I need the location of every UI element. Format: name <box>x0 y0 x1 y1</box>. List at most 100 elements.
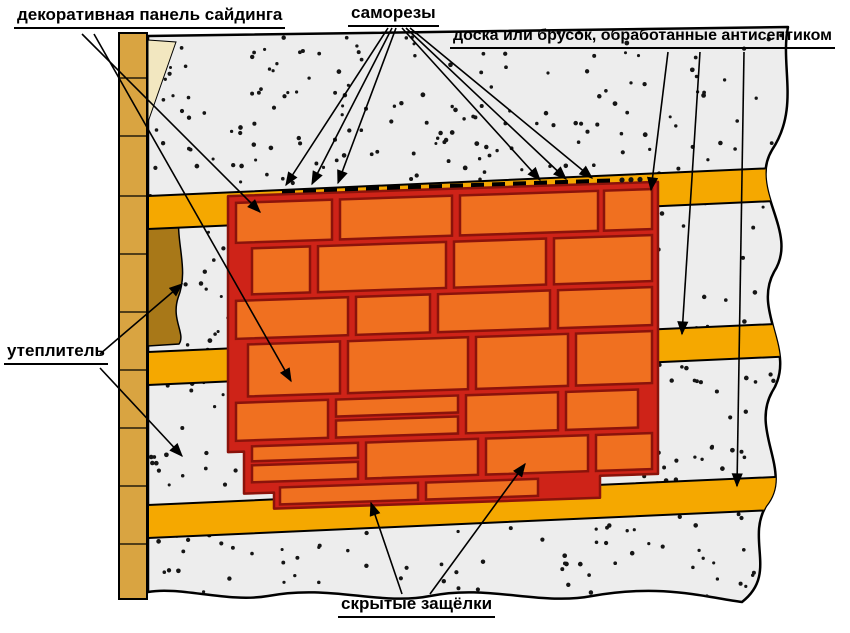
batten-notch <box>147 206 184 347</box>
stone-tile <box>594 431 654 473</box>
insulation-dot <box>778 274 782 278</box>
insulation-dot <box>336 69 342 74</box>
insulation-dot <box>669 378 674 383</box>
insulation-dot <box>693 523 698 528</box>
insulation-dot <box>252 50 256 55</box>
insulation-dot <box>540 537 545 542</box>
insulation-dot <box>768 372 773 377</box>
stone-tile <box>364 437 480 480</box>
insulation-dot <box>275 62 279 66</box>
insulation-dot <box>738 581 743 586</box>
insulation-dot <box>450 104 454 109</box>
insulation-dot <box>624 40 630 46</box>
stone-tile <box>338 194 454 241</box>
insulation-dot <box>453 107 458 113</box>
insulation-dot <box>462 117 466 121</box>
label-siding-panel: декоративная панель сайдинга <box>14 5 286 29</box>
insulation-dot <box>448 62 453 68</box>
stone-tile <box>346 335 470 395</box>
insulation-dot <box>546 71 550 75</box>
insulation-dot <box>227 576 232 581</box>
insulation-dot <box>753 380 758 384</box>
insulation-dot <box>286 91 290 95</box>
arrow-screw-6 <box>409 27 594 179</box>
insulation-dot <box>604 89 608 93</box>
insulation-dot <box>252 121 257 126</box>
insulation-dot <box>298 141 303 146</box>
insulation-dot <box>267 67 272 71</box>
insulation-dot <box>238 125 243 130</box>
insulation-dot <box>250 91 255 96</box>
insulation-dot <box>677 609 681 613</box>
label-screws: саморезы <box>348 3 439 27</box>
insulation-dot <box>784 572 788 578</box>
insulation-dot <box>340 113 344 117</box>
insulation-dot <box>642 81 647 87</box>
insulation-dot <box>202 590 206 594</box>
insulation-dot <box>792 175 797 180</box>
insulation-dot <box>203 466 208 471</box>
stone-tile <box>334 394 460 418</box>
insulation-dot <box>341 153 347 158</box>
insulation-dot <box>648 147 652 152</box>
insulation-dot <box>659 211 665 216</box>
annotation-arrows <box>81 27 745 595</box>
insulation-dot <box>176 568 181 574</box>
stone-tile <box>246 340 342 398</box>
insulation-dot <box>594 540 599 545</box>
insulation-dot <box>761 551 766 557</box>
insulation-dot <box>169 66 172 69</box>
insulation-dot <box>772 593 777 598</box>
insulation-dot <box>399 100 404 106</box>
insulation-dot <box>720 466 725 471</box>
insulation-dot <box>520 168 524 172</box>
insulation-dot <box>620 150 625 155</box>
insulation-dot <box>160 141 166 146</box>
insulation-dot <box>212 404 217 409</box>
insulation-dot <box>787 419 788 424</box>
insulation-dot <box>584 69 590 74</box>
insulation-dot <box>577 561 583 567</box>
insulation-dot <box>424 120 429 125</box>
insulation-dot <box>597 94 602 99</box>
insulation-dot <box>219 294 223 299</box>
insulation-dot <box>438 130 443 136</box>
stone-tile <box>484 433 590 476</box>
insulation-dot <box>439 562 444 567</box>
insulation-dot <box>239 163 244 169</box>
insulation-dot <box>508 526 513 531</box>
insulation-dot <box>229 129 234 134</box>
insulation-dot <box>718 140 723 146</box>
stone-tile <box>552 233 654 286</box>
insulation-dot <box>188 147 193 152</box>
insulation-dot <box>625 110 630 115</box>
insulation-dot <box>246 606 250 610</box>
insulation-dot <box>619 131 624 136</box>
insulation-dot <box>556 30 561 35</box>
arrow-panel-2 <box>93 33 292 383</box>
insulation-dot <box>715 577 720 581</box>
insulation-dot <box>793 71 798 76</box>
insulation-dot <box>474 141 480 147</box>
insulation-dot <box>317 51 322 56</box>
arrow-screw-1 <box>285 27 389 187</box>
insulation-dot <box>171 94 175 98</box>
stone-tile <box>564 388 640 432</box>
arrow-screw-3 <box>337 27 397 185</box>
stone-tile <box>250 460 360 484</box>
insulation-dot <box>754 96 758 100</box>
insulation-dot <box>730 447 735 453</box>
insulation-dot <box>482 170 487 174</box>
insulation-dot <box>481 51 486 56</box>
stone-tile <box>556 285 654 330</box>
insulation-dot <box>775 308 780 313</box>
insulation-dot <box>282 580 286 584</box>
insulation-dot <box>250 551 254 556</box>
insulation-dot <box>771 378 776 383</box>
insulation-dot <box>180 426 185 430</box>
insulation-dot <box>701 294 707 300</box>
insulation-dot <box>317 545 321 550</box>
insulation-dot <box>674 458 679 463</box>
insulation-dot <box>194 163 200 169</box>
insulation-dot <box>477 157 482 161</box>
